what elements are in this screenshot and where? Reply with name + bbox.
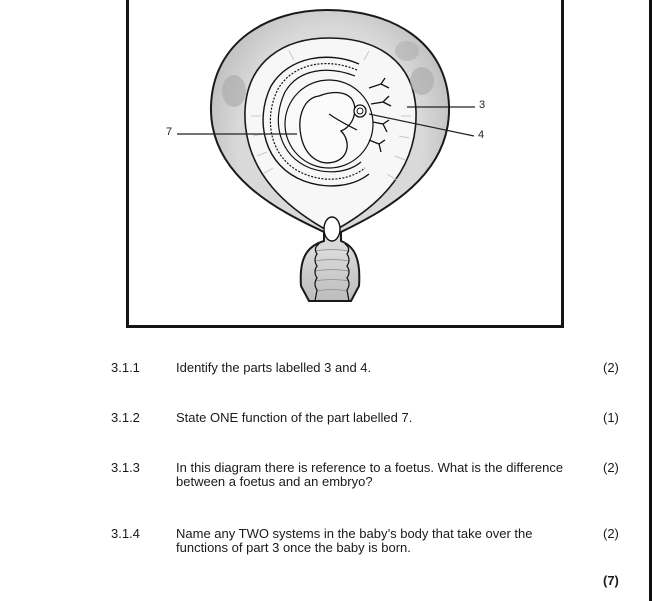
question-marks: (1) <box>603 410 619 425</box>
question-text: Name any TWO systems in the baby’s body … <box>176 526 533 555</box>
question-number: 3.1.2 <box>111 410 140 425</box>
question-number: 3.1.1 <box>111 360 140 375</box>
uterus-diagram <box>177 8 475 302</box>
question-text: In this diagram there is reference to a … <box>176 460 564 489</box>
uterus-diagram-figure: 7 3 4 <box>126 0 564 328</box>
question-number: 3.1.4 <box>111 526 140 541</box>
total-marks: (7) <box>603 573 619 588</box>
page-border-line <box>649 0 652 601</box>
question-number: 3.1.3 <box>111 460 140 475</box>
question-text: State ONE function of the part labelled … <box>176 410 413 425</box>
question-text: Identify the parts labelled 3 and 4. <box>176 360 372 375</box>
question-marks: (2) <box>603 460 619 475</box>
question-marks: (2) <box>603 360 619 375</box>
label-4: 4 <box>478 129 485 141</box>
label-3: 3 <box>479 99 486 111</box>
leader-line-4 <box>368 113 475 137</box>
question-marks: (2) <box>603 526 619 541</box>
label-7: 7 <box>166 126 173 138</box>
